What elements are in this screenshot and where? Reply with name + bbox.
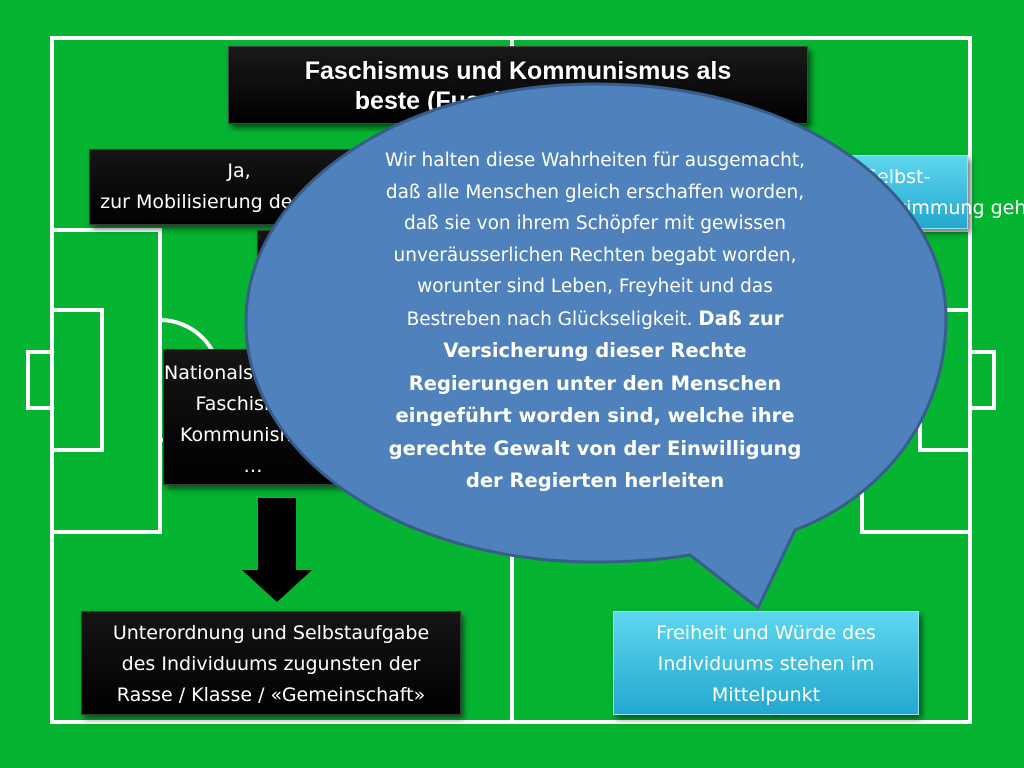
left-top-line-1: Ja, (227, 160, 251, 182)
title-line-1: Faschismus und Kommunismus als (304, 57, 732, 85)
quote-line-8-bold: Regierungen unter den Menschen (408, 371, 782, 395)
right-bottom-line-3: Mittelpunkt (711, 684, 821, 706)
quote-line-2: daß alle Menschen gleich erschaffen word… (385, 181, 805, 203)
quote-line-4: unveräusserlichen Rechten begabt worden, (393, 244, 797, 266)
left-bottom-line-1: Unterordnung und Selbstaufgabe (112, 622, 430, 644)
speech-bubble-text: Wir halten diese Wahrheiten für ausgemac… (300, 145, 890, 498)
right-goal (968, 350, 996, 410)
right-bottom-line-1: Freiheit und Würde des (656, 622, 876, 644)
quote-line-11-bold: der Regierten herleiten (465, 469, 725, 492)
quote-line-11: der Regierten herleiten (300, 465, 890, 498)
quote-line-3: daß sie von ihrem Schöpfer mit gewissen (403, 213, 787, 234)
quote-line-10: gerechte Gewalt von der Einwilligung (300, 433, 890, 466)
speech-bubble-shape (244, 82, 948, 611)
down-arrow-icon (242, 498, 312, 602)
quote-line-7-bold: Versicherung dieser Rechte (443, 339, 747, 362)
right-bottom-line-2: Individuums stehen im (657, 653, 875, 675)
left-bottom-line-3: Rasse / Klasse / «Gemeinschaft» (116, 684, 426, 706)
left-center-line-4: … (243, 455, 263, 477)
right-bottom-box: Freiheit und Würde des Individuums stehe… (613, 611, 919, 715)
quote-line-1: Wir halten diese Wahrheiten für ausgemac… (385, 150, 805, 171)
quote-line-9-rest: , welche ihre (653, 404, 795, 427)
quote-line-5: worunter sind Leben, Freyheit und das (417, 276, 773, 297)
left-goal (26, 350, 54, 410)
quote-line-6-bold: Daß zur (698, 306, 784, 330)
quote-line-9-bold: eingeführt worden sind (395, 404, 654, 427)
quote-line-10-bold: gerechte Gewalt von der Einwilligung (388, 436, 802, 460)
quote-line-8: Regierungen unter den Menschen (300, 368, 890, 401)
quote-line-7: Versicherung dieser Rechte (300, 335, 890, 368)
quote-line-6: Bestreben nach Glückseligkeit. Daß zur (300, 303, 890, 336)
left-bottom-box: Unterordnung und Selbstaufgabe des Indiv… (81, 611, 461, 715)
quote-line-6-normal: Bestreben nach Glückseligkeit. (406, 308, 699, 330)
quote-line-9: eingeführt worden sind, welche ihre (300, 400, 890, 433)
left-bottom-line-2: des Individuums zugunsten der (121, 653, 421, 675)
